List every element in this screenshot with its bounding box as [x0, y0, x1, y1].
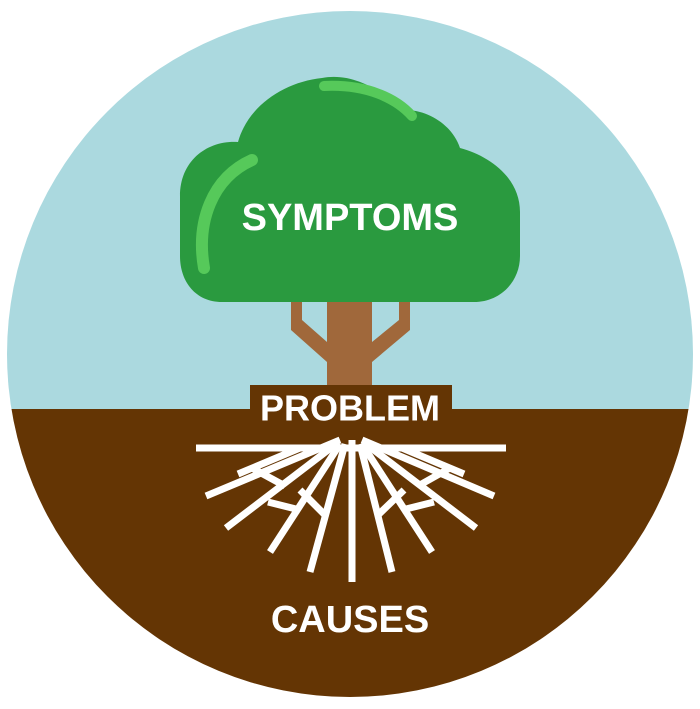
problem-label: PROBLEM [260, 388, 440, 429]
symptoms-label: SYMPTOMS [242, 197, 459, 239]
tree-trunk [291, 300, 410, 390]
tree-crown: SYMPTOMS [180, 76, 520, 302]
causes-label: CAUSES [271, 599, 429, 641]
tree-roots [196, 436, 506, 582]
crown-highlight [196, 154, 258, 274]
problem-plate: PROBLEM [250, 385, 452, 431]
crown-highlight-top [319, 80, 417, 121]
